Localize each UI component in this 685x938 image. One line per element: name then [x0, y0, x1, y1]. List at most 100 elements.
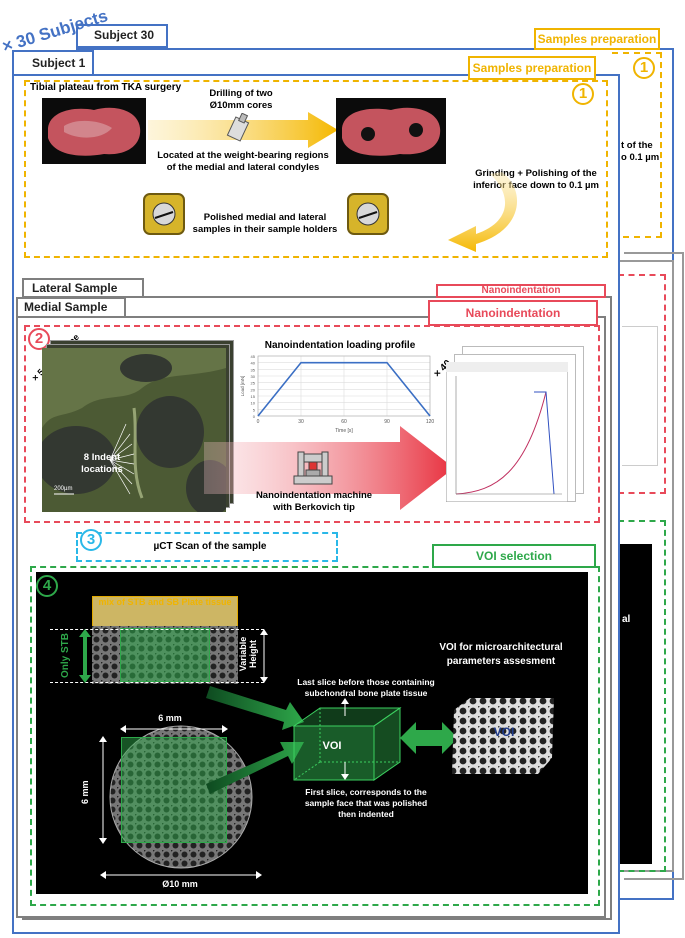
chart-ytick-label: 25 — [251, 381, 256, 386]
dim-6mm-top-arrow — [120, 725, 228, 733]
drilled-plateau-image — [336, 98, 446, 164]
voi-arrows — [206, 686, 304, 794]
chart-ytick-label: 15 — [251, 394, 256, 399]
back-green-frame — [618, 520, 666, 872]
dim-6mm-top: 6 mm — [158, 713, 182, 723]
chart-ytick-label: 40 — [251, 361, 256, 366]
chart-title: Nanoindentation loading profile — [264, 340, 416, 351]
voi-cube-label: VOI — [322, 740, 342, 752]
chart-xtick-label: 60 — [341, 419, 347, 425]
voi-render-label: VOI — [493, 725, 515, 739]
dim-10mm: Ø10 mm — [162, 879, 198, 889]
medial-sample-label-box — [16, 297, 126, 318]
polished-line2: samples in their sample holders — [192, 224, 338, 235]
drilling-line2: Ø10mm cores — [209, 100, 273, 111]
mix-tissue-label: mix of STB and SB Plate tissue — [98, 597, 232, 607]
last-slice-pointer — [341, 698, 349, 716]
sample-holder-right — [347, 193, 389, 235]
polished-line1: Polished medial and lateral — [203, 212, 327, 223]
load-displacement-curve — [446, 362, 568, 502]
variable-height-label: Variable Height — [238, 636, 258, 672]
back-nano-red-back — [618, 274, 666, 494]
back-voi-partial: al — [622, 614, 631, 625]
prep-back-partial-2: o 0.1 µm — [621, 152, 660, 163]
sample-holder-left — [143, 193, 185, 235]
scale-bar-label: 200µm — [54, 486, 73, 492]
voi-tag: VOI selection — [432, 544, 596, 568]
grinding-line2: inferior face down to 0.1 µm — [473, 180, 599, 191]
voi-frame — [30, 566, 600, 906]
prep-back-partial-1: t of the — [621, 140, 653, 151]
last-slice-line1: Last slice before those containing — [297, 677, 435, 687]
drilling-line1: Drilling of two — [209, 88, 273, 99]
first-slice-line3: then indented — [338, 809, 394, 819]
medial-sample-label: Medial Sample — [24, 300, 108, 314]
nano-arrow — [204, 426, 454, 510]
subject-1-label: Subject 1 — [32, 56, 86, 70]
dim-6mm-side-arrow — [99, 736, 107, 844]
back-black-panel — [618, 544, 652, 864]
nano-frame — [24, 325, 600, 523]
variable-height-arrow — [260, 629, 268, 683]
only-stb-arrow — [79, 629, 91, 683]
voi-double-arrow — [400, 722, 458, 754]
chart-ylabel: Load [mN] — [240, 376, 245, 397]
chart-xtick-label: 0 — [257, 419, 260, 425]
located-line2: of the medial and lateral condyles — [166, 162, 320, 173]
chart-ytick-label: 5 — [253, 407, 256, 412]
machine-line2: with Berkovich tip — [273, 502, 355, 513]
indent-line1: 8 Indent — [83, 452, 121, 463]
dashed-guide-bottom — [50, 682, 264, 683]
dim-6mm-side: 6 mm — [80, 780, 90, 804]
drill-icon — [226, 113, 250, 142]
tibial-label: Tibial plateau from TKA surgery — [30, 82, 182, 93]
dim-10mm-arrow — [100, 871, 262, 879]
chart-xtick-label: 120 — [426, 419, 435, 425]
prep-frame — [24, 80, 608, 258]
voi-cube — [292, 707, 402, 781]
first-slice-pointer — [341, 762, 349, 780]
microscope-image — [42, 348, 226, 512]
chart-ytick-label: 0 — [253, 414, 256, 419]
prep-frame-back — [612, 52, 662, 238]
chart-xtick-label: 30 — [298, 419, 304, 425]
grinding-line1: Grinding + Polishing of the — [475, 168, 597, 179]
dashed-guide-top — [50, 629, 264, 630]
only-stb-label: Only STB — [60, 632, 71, 678]
nano-tag: Nanoindentation — [428, 300, 598, 326]
chart-ytick-label: 10 — [251, 401, 256, 406]
first-slice-line2: sample face that was polished — [304, 798, 428, 808]
params-line2: parameters assesment — [446, 656, 556, 667]
prep-tag: Samples preparation — [468, 56, 596, 80]
muct-number: 3 — [80, 529, 102, 551]
chart-xtick-label: 90 — [384, 419, 390, 425]
lateral-sample-label: Lateral Sample — [32, 281, 118, 295]
first-slice-line1: First slice, corresponds to the — [305, 787, 427, 797]
prep-number: 1 — [572, 83, 594, 105]
prep-number-back: 1 — [633, 57, 655, 79]
chart-ytick-label: 20 — [251, 387, 256, 392]
chart-ytick-label: 45 — [251, 354, 256, 359]
params-line1: VOI for microarchitectural — [439, 642, 563, 653]
muct-frame — [76, 532, 338, 562]
tibial-plateau-image — [42, 98, 146, 164]
voi-top-region — [121, 737, 227, 843]
chart-xlabel: Time [s] — [335, 428, 353, 434]
back-curve-panels — [622, 326, 658, 466]
indent-line2: locations — [81, 464, 123, 475]
voi-number: 4 — [36, 575, 58, 597]
subject-30-label-box — [76, 24, 168, 48]
chart-ytick-label: 35 — [251, 367, 256, 372]
last-slice-line2: subchondral bone plate tissue — [304, 688, 428, 698]
prep-tag-back: Samples preparation — [534, 28, 660, 50]
voi-render-image — [452, 698, 554, 774]
chart-plot-area — [257, 355, 431, 417]
nano-machine-icon — [293, 451, 333, 485]
back-card-3 — [624, 252, 684, 880]
nano-number: 2 — [28, 328, 50, 350]
nano-tag-back: Nanoindentation — [436, 284, 606, 298]
chart-ytick-label: 30 — [251, 374, 256, 379]
muct-label: µCT Scan of the sample — [153, 541, 267, 552]
only-stb-region — [120, 628, 210, 682]
